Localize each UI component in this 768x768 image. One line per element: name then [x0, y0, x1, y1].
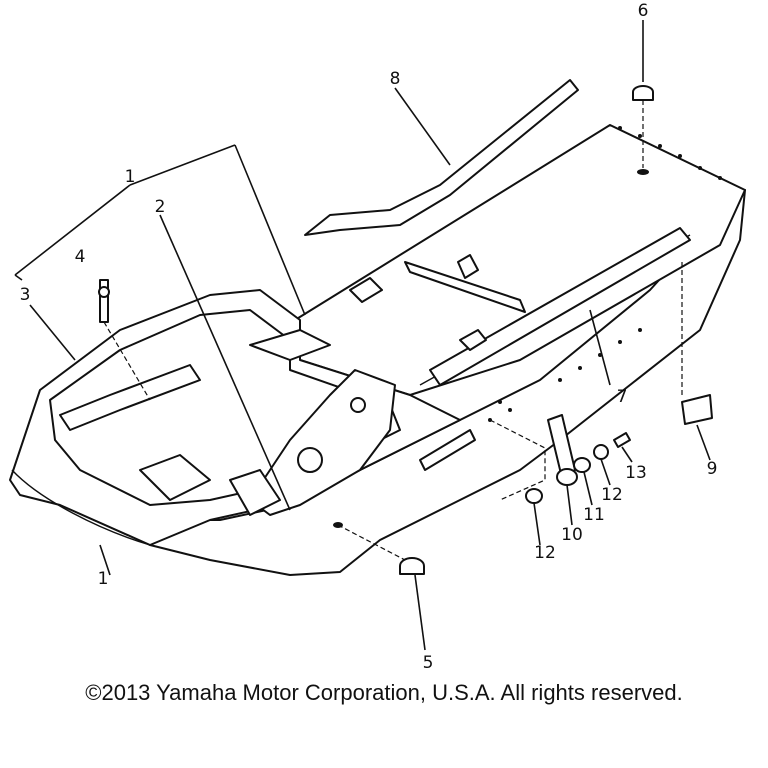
callout-12b: 12	[534, 543, 556, 563]
rivet-holes	[488, 126, 722, 422]
callout-4: 4	[75, 247, 86, 267]
callout-11: 11	[583, 505, 605, 525]
part-4-pin	[98, 279, 110, 323]
callout-5: 5	[423, 653, 434, 673]
callout-9: 9	[707, 459, 718, 479]
callout-13: 13	[625, 463, 647, 483]
frame-body	[9, 124, 746, 576]
frame-parts-diagram: 6 8 1 2 4 3 7 9 13 12 11 10 12 1 5	[9, 1, 746, 673]
callout-1b: 1	[98, 569, 109, 589]
leader-lines	[14, 20, 711, 651]
callout-8: 8	[390, 69, 401, 89]
callout-3: 3	[20, 285, 31, 305]
copyright-notice: ©2013 Yamaha Motor Corporation, U.S.A. A…	[85, 680, 683, 705]
part-9-plate	[681, 394, 713, 425]
callout-2: 2	[155, 197, 166, 217]
callout-10: 10	[561, 525, 583, 545]
callout-12a: 12	[601, 485, 623, 505]
callout-1: 1	[125, 167, 136, 187]
part-8-strip	[304, 79, 579, 236]
callout-7: 7	[617, 387, 628, 407]
part-6-cap	[632, 85, 654, 175]
callout-6: 6	[638, 1, 649, 21]
